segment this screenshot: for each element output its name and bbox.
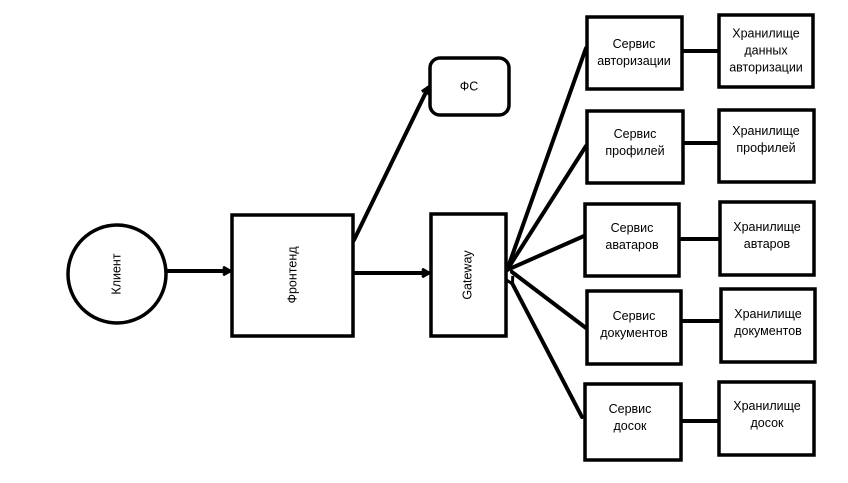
node-client: Клиент (66, 223, 168, 325)
label-line: досок (750, 416, 784, 430)
label-line: Хранилище (732, 124, 800, 138)
label-line: Хранилище (733, 220, 801, 234)
label-line: Сервис (614, 127, 657, 141)
label-line: документов (600, 326, 668, 340)
label-line: данных (744, 43, 788, 57)
edge-gateway-svc-ava (505, 234, 586, 272)
node-store-ava-label: Хранилище автаров (733, 220, 801, 251)
label-line: досок (613, 419, 647, 433)
label-line: авторизации (729, 60, 803, 74)
edge-gateway-svc-auth (505, 46, 588, 272)
node-store-auth: Хранилище данных авторизации (717, 13, 815, 89)
label-line: Хранилище (732, 26, 800, 40)
node-store-doc-label: Хранилище документов (734, 307, 802, 338)
edge-gateway-svc-doc (510, 270, 588, 330)
node-fs-label: ФС (460, 79, 479, 93)
node-svc-ava: Сервис аватаров (583, 202, 681, 278)
edges (164, 46, 722, 423)
node-gateway-label: Gateway (460, 250, 474, 300)
node-store-board-label: Хранилище досок (733, 399, 801, 430)
label-line: профилей (605, 144, 664, 158)
node-svc-ava-label: Сервис аватаров (605, 221, 659, 252)
label-line: авторизации (597, 54, 671, 68)
label-line: автаров (744, 237, 791, 251)
node-svc-prof: Сервис профилей (585, 109, 685, 185)
node-store-auth-label: Хранилище данных авторизации (729, 26, 803, 74)
label-line: Сервис (611, 221, 654, 235)
edge-gateway-svc-prof (505, 144, 588, 272)
label-line: Сервис (613, 37, 656, 51)
node-store-board: Хранилище досок (717, 380, 816, 457)
node-svc-doc: Сервис документов (585, 289, 683, 366)
label-line: профилей (736, 141, 795, 155)
node-svc-doc-label: Сервис документов (600, 309, 668, 340)
label-line: Хранилище (733, 399, 801, 413)
node-store-prof: Хранилище профилей (717, 108, 816, 184)
edge-gateway-svc-board (512, 283, 584, 419)
node-svc-prof-label: Сервис профилей (605, 127, 664, 158)
node-svc-auth-label: Сервис авторизации (597, 37, 671, 68)
label-line: Хранилище (734, 307, 802, 321)
node-svc-board-label: Сервис досок (609, 402, 652, 433)
node-frontend-label: Фронтенд (285, 246, 299, 304)
label-line: Сервис (613, 309, 656, 323)
node-svc-board: Сервис досок (583, 382, 683, 462)
node-gateway: Gateway (429, 212, 508, 338)
node-client-label: Клиент (109, 253, 123, 294)
node-frontend: Фронтенд (230, 213, 355, 338)
label-line: документов (734, 324, 802, 338)
node-store-ava: Хранилище автаров (718, 200, 816, 277)
edge-frontend-fs (352, 88, 428, 242)
node-fs: ФС (428, 56, 511, 117)
node-svc-auth: Сервис авторизации (585, 15, 684, 91)
label-line: Сервис (609, 402, 652, 416)
node-store-prof-label: Хранилище профилей (732, 124, 800, 155)
label-line: аватаров (605, 238, 659, 252)
node-store-doc: Хранилище документов (719, 287, 817, 364)
